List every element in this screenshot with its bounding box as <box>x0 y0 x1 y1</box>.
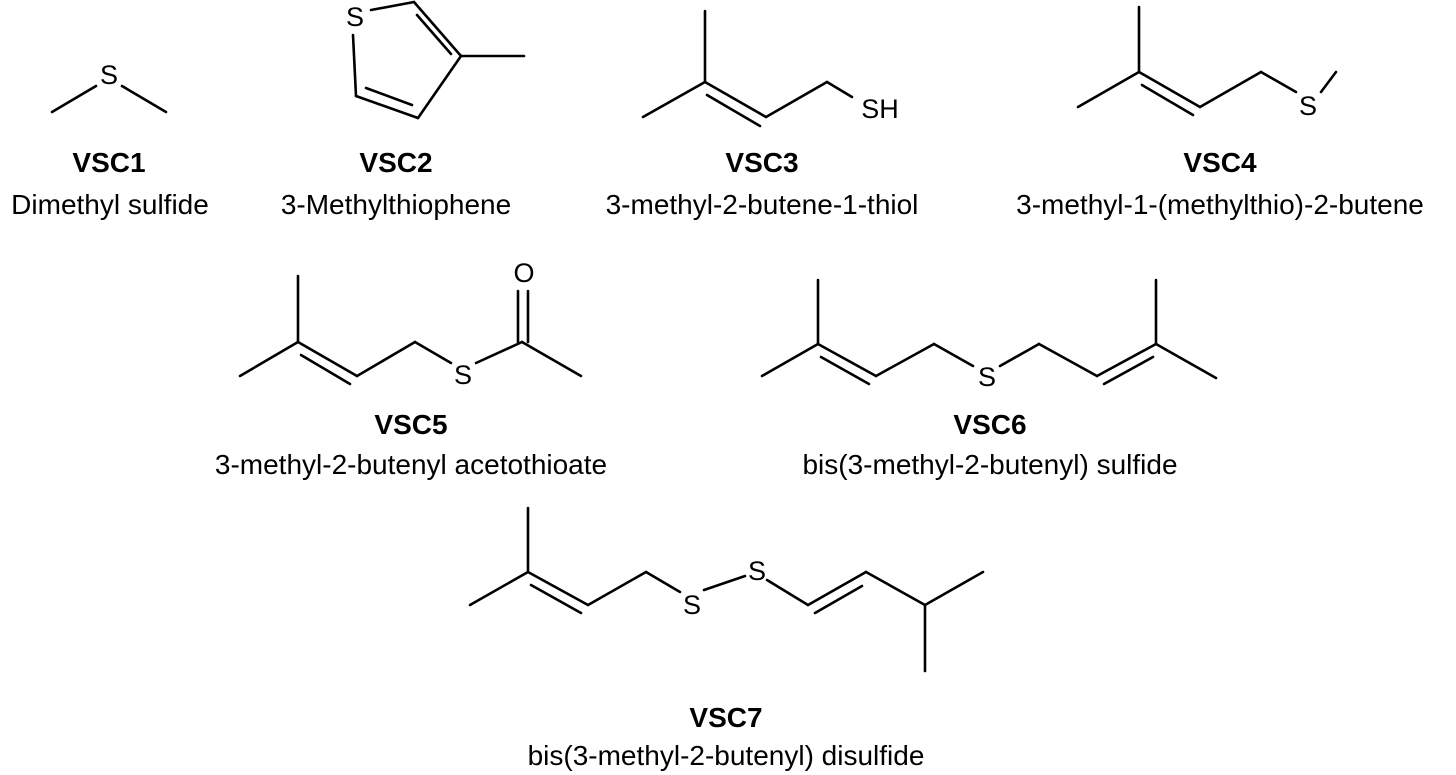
structure-vsc1: S <box>50 60 168 114</box>
structure-vsc2: S <box>346 0 526 120</box>
structure-vsc6: S <box>760 278 1218 392</box>
atom-s-vsc4: S <box>1299 91 1317 121</box>
name-vsc6: bis(3-methyl-2-butenyl) sulfide <box>802 449 1178 480</box>
code-vsc3: VSC3 <box>725 147 799 178</box>
atom-s-vsc5: S <box>454 360 472 390</box>
structure-vsc7: S S <box>468 506 985 673</box>
code-vsc1: VSC1 <box>72 147 146 178</box>
name-vsc5: 3-methyl-2-butenyl acetothioate <box>214 449 608 480</box>
name-vsc2: 3-Methylthiophene <box>280 189 512 220</box>
atom-s2-vsc7: S <box>748 556 766 586</box>
name-vsc7: bis(3-methyl-2-butenyl) disulfide <box>527 740 925 771</box>
atom-s-vsc6: S <box>978 362 996 392</box>
code-vsc2: VSC2 <box>359 147 433 178</box>
structure-vsc5: S O <box>238 258 583 390</box>
code-vsc4: VSC4 <box>1183 147 1257 178</box>
code-vsc5: VSC5 <box>374 409 448 440</box>
atom-sh-vsc3: SH <box>861 94 899 124</box>
atom-s-vsc2: S <box>346 2 364 32</box>
atom-s1-vsc7: S <box>683 590 701 620</box>
name-vsc1: Dimethyl sulfide <box>11 189 209 220</box>
structure-vsc3: SH <box>641 9 899 128</box>
structure-vsc4: S <box>1076 5 1338 121</box>
atom-o-vsc5: O <box>513 258 534 288</box>
name-vsc4: 3-methyl-1-(methylthio)-2-butene <box>1016 189 1424 220</box>
atom-s-vsc1: S <box>100 60 118 90</box>
name-vsc3: 3-methyl-2-butene-1-thiol <box>605 189 919 220</box>
code-vsc6: VSC6 <box>953 409 1027 440</box>
code-vsc7: VSC7 <box>689 702 763 733</box>
